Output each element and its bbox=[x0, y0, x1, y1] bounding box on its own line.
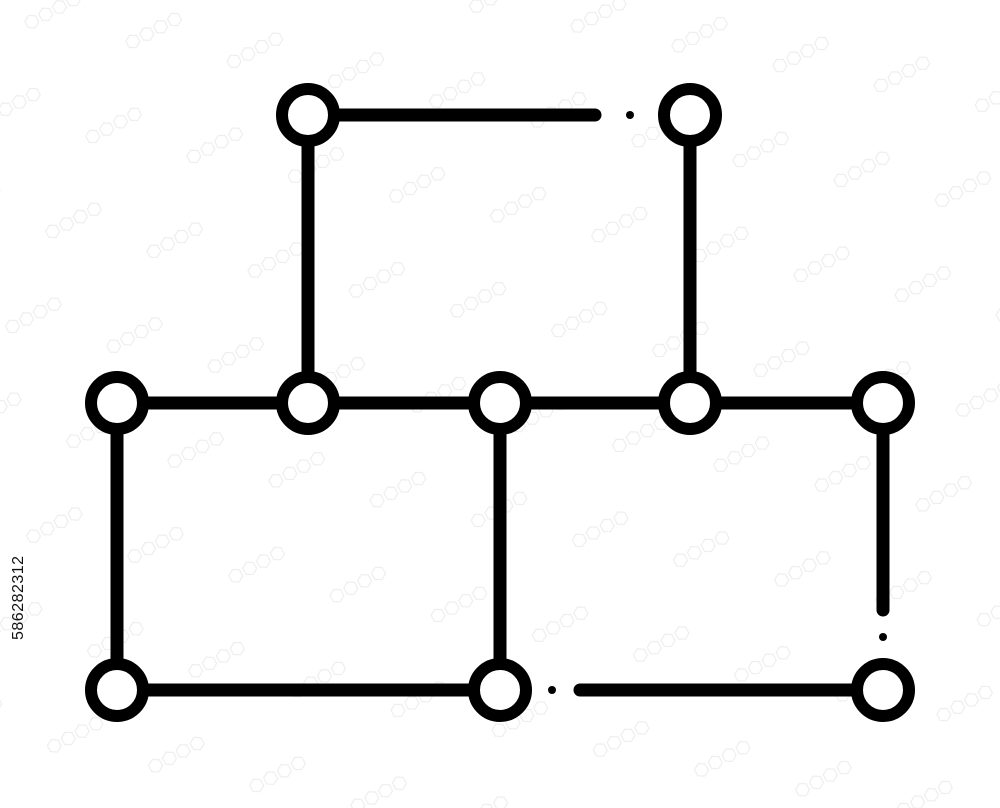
stock-id-label: 586282312 bbox=[10, 555, 27, 640]
right-box-gap-dot-horizontal bbox=[548, 686, 556, 694]
right-box-gap-dot-vertical bbox=[879, 633, 887, 641]
node-middle-4 bbox=[658, 371, 722, 435]
node-bottom-middle bbox=[468, 658, 532, 722]
node-bottom-left bbox=[85, 658, 149, 722]
node-top-right bbox=[658, 83, 722, 147]
node-bottom-right bbox=[851, 658, 915, 722]
node-middle-3 bbox=[468, 371, 532, 435]
node-middle-2 bbox=[276, 371, 340, 435]
top-box-gap-dot bbox=[626, 111, 634, 119]
node-middle-1 bbox=[85, 371, 149, 435]
node-middle-5 bbox=[851, 371, 915, 435]
node-top-left bbox=[276, 83, 340, 147]
